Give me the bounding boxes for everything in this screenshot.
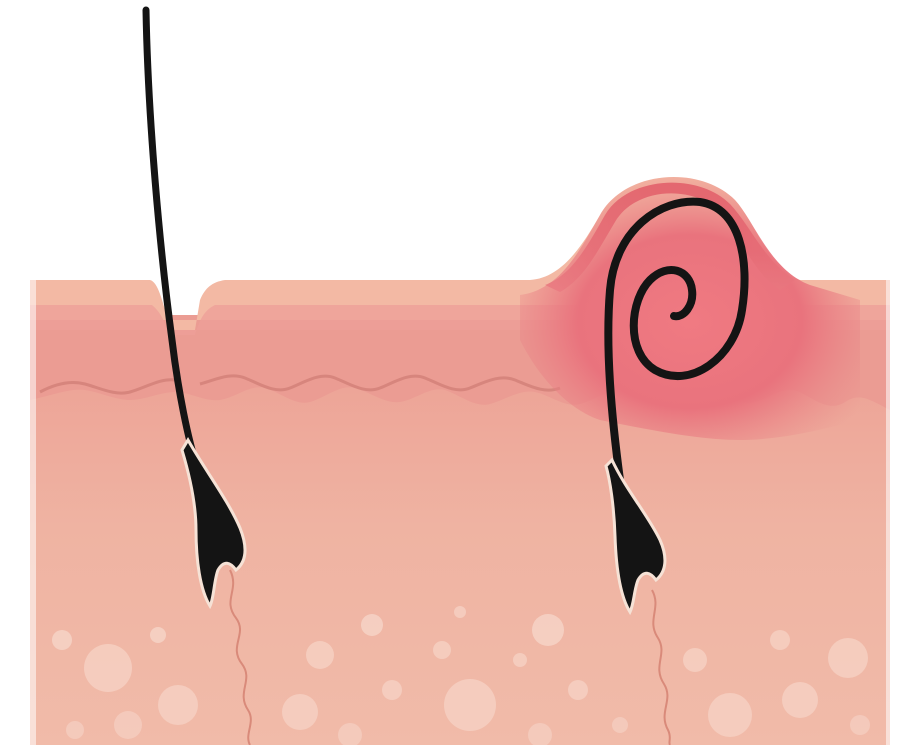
- left-edge-fade: [0, 260, 36, 745]
- right-edge-fade: [886, 260, 921, 745]
